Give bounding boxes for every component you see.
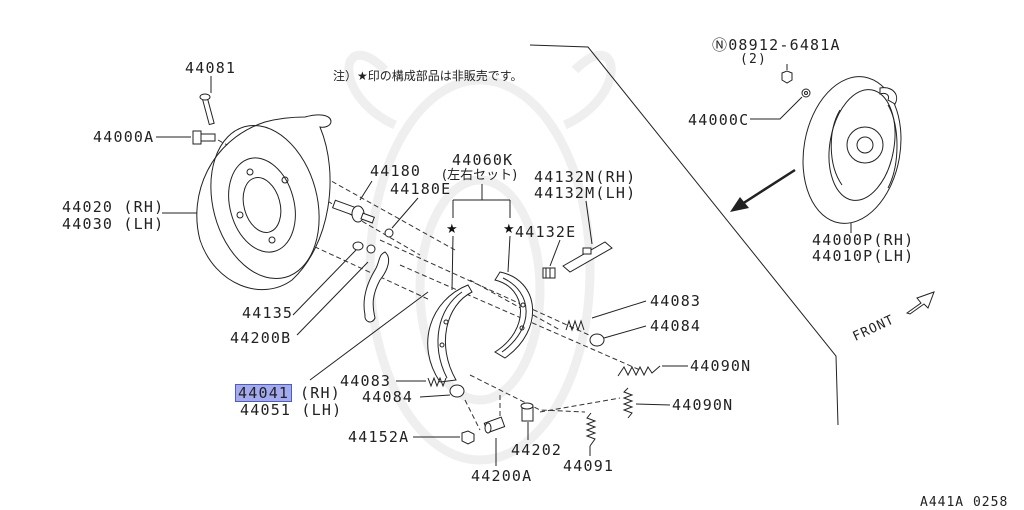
part-label-44051[interactable]: 44051 (LH) (240, 401, 343, 419)
part-label-08912[interactable]: Ⓝ08912-6481A (712, 36, 841, 54)
part-label-44132M[interactable]: 44132M(LH) (534, 184, 637, 202)
watermark (344, 51, 616, 465)
cup-44084-right-shape (589, 325, 647, 347)
part-side-44041: (RH) (300, 384, 341, 402)
part-label-44180[interactable]: 44180 (370, 162, 422, 180)
part-label-44030[interactable]: 44030 (LH) (62, 215, 165, 233)
adjuster-44180-shape (331, 180, 375, 224)
part-label-44200A[interactable]: 44200A (471, 467, 533, 485)
spring-44091-shape (585, 412, 597, 456)
brake-shoe-left-shape (427, 284, 473, 383)
assembled-brake-shape (802, 76, 902, 233)
strut-44132N-shape (562, 200, 613, 273)
part-label-44084-right[interactable]: 44084 (650, 317, 702, 335)
front-arrow-icon (905, 291, 935, 315)
spring-44083-left-shape (396, 376, 447, 388)
ring-44180E-shape (384, 197, 419, 238)
lever-44200B-shape (296, 251, 390, 336)
pin-44202-shape (520, 402, 534, 440)
part-label-44132E[interactable]: 44132E (515, 223, 577, 241)
washer-44000C-shape (750, 88, 811, 120)
part-label-44091[interactable]: 44091 (563, 457, 615, 475)
nut-44152A-shape (413, 430, 475, 445)
spring-44090N-lower-shape (622, 387, 671, 419)
part-label-44200B[interactable]: 44200B (230, 329, 292, 347)
part-label-44090N-upper[interactable]: 44090N (690, 357, 752, 375)
part-label-44084-left[interactable]: 44084 (362, 388, 414, 406)
part-label-44081[interactable]: 44081 (185, 59, 237, 77)
part-label-44060K[interactable]: 44060K (452, 151, 514, 169)
part-label-44180E[interactable]: 44180E (390, 180, 452, 198)
backing-plate-shape (162, 114, 332, 290)
spring-44132E-shape (542, 239, 561, 279)
washer-44135-shape (292, 241, 376, 316)
cup-44084-left-shape (419, 384, 465, 398)
spring-44090N-upper-shape (617, 365, 688, 377)
shoe-set-bracket (451, 184, 511, 291)
bolt-44081-shape (199, 76, 215, 126)
non-sale-note: 注）★印の構成部品は非販売です。 (333, 69, 523, 83)
part-label-44202[interactable]: 44202 (511, 441, 563, 459)
part-label-44132N[interactable]: 44132N(RH) (534, 168, 637, 186)
part-label-44000C[interactable]: 44000C (688, 111, 750, 129)
strut-44200A-shape (483, 416, 506, 466)
spring-44083-right-shape (565, 300, 647, 332)
part-label-44010P[interactable]: 44010P(LH) (812, 247, 915, 265)
bolt-44000A-shape (156, 130, 216, 145)
brake-shoe-right-shape (494, 271, 533, 359)
leader-44041 (309, 291, 429, 381)
non-sale-star-left: ★ (446, 222, 458, 237)
nut-08912-shape (781, 64, 793, 84)
part-label-44152A[interactable]: 44152A (348, 428, 410, 446)
part-label-44000A[interactable]: 44000A (93, 128, 155, 146)
figure-code: A441A 0258 (920, 495, 1009, 510)
part-label-44083-left[interactable]: 44083 (340, 372, 392, 390)
part-label-44020[interactable]: 44020 (RH) (62, 198, 165, 216)
direction-arrow (730, 168, 796, 212)
part-label-44000P[interactable]: 44000P(RH) (812, 231, 915, 249)
part-label-44135[interactable]: 44135 (242, 304, 294, 322)
non-sale-star-right: ★ (503, 222, 515, 237)
part-label-44090N-lower[interactable]: 44090N (672, 396, 734, 414)
view-separator-line (529, 44, 839, 426)
part-label-44083-right[interactable]: 44083 (650, 292, 702, 310)
part-note-44060K: (左右セット) (442, 168, 518, 183)
part-label-44041-selected[interactable]: 44041 (235, 384, 293, 402)
part-qty-08912: (2) (740, 52, 768, 67)
